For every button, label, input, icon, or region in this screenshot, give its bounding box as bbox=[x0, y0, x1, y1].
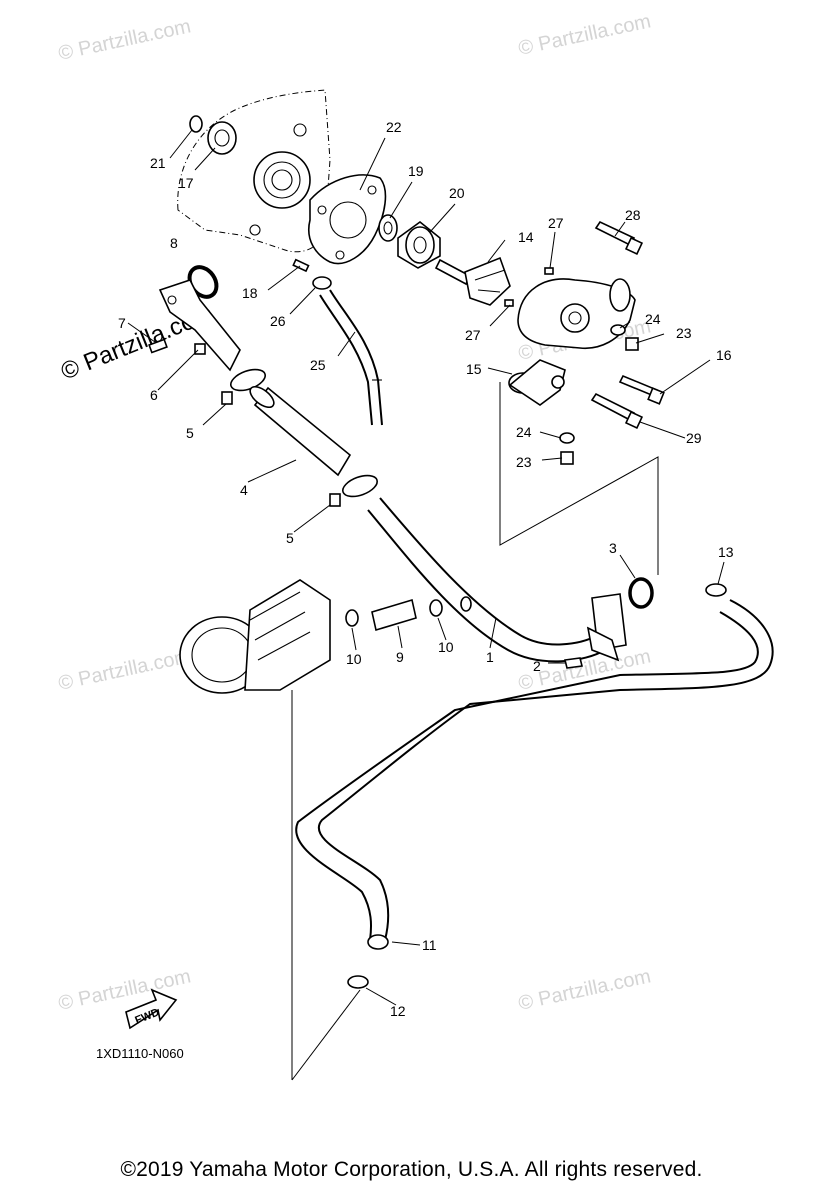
callout-15: 15 bbox=[466, 361, 482, 377]
bolt-29 bbox=[590, 392, 644, 430]
callout-14: 14 bbox=[518, 229, 534, 245]
callout-28: 28 bbox=[625, 207, 641, 223]
callout-3: 3 bbox=[609, 540, 617, 556]
inlet-joint bbox=[148, 279, 241, 372]
callout-21: 21 bbox=[150, 155, 166, 171]
callout-25: 25 bbox=[310, 357, 326, 373]
watermark: © Partzilla.com bbox=[516, 965, 652, 1015]
callout-20: 20 bbox=[449, 185, 465, 201]
callout-8: 8 bbox=[170, 235, 178, 251]
watermark: © Partzilla.com bbox=[56, 645, 192, 695]
watermark: © Partzilla.com bbox=[56, 15, 192, 65]
oil-filter bbox=[179, 579, 331, 694]
callout-10-left: 10 bbox=[346, 651, 362, 667]
callout-10-right: 10 bbox=[438, 639, 454, 655]
callout-18: 18 bbox=[242, 285, 258, 301]
bolt-28 bbox=[594, 220, 644, 256]
callout-27-top: 27 bbox=[548, 215, 564, 231]
engine-case-cover bbox=[177, 89, 331, 253]
callout-4: 4 bbox=[240, 482, 248, 498]
outlet-pipe bbox=[508, 359, 566, 406]
callout-29: 29 bbox=[686, 430, 702, 446]
hose-9 bbox=[371, 598, 417, 632]
callout-23-bottom: 23 bbox=[516, 454, 532, 470]
hose-4 bbox=[249, 385, 352, 477]
impeller-shaft bbox=[434, 256, 511, 306]
callout-19: 19 bbox=[408, 163, 424, 179]
callout-1: 1 bbox=[486, 649, 494, 665]
o-ring-3 bbox=[628, 577, 654, 609]
callout-11: 11 bbox=[422, 937, 437, 953]
callouts: 21 17 22 19 20 14 27 28 8 18 26 27 24 23… bbox=[118, 119, 734, 1019]
callout-13: 13 bbox=[718, 544, 734, 560]
watermark: © Partzilla.com bbox=[516, 10, 652, 60]
callout-24-bottom: 24 bbox=[516, 424, 532, 440]
callout-22: 22 bbox=[386, 119, 402, 135]
oil-seal bbox=[378, 214, 398, 242]
diagram-code: 1XD1110-N060 bbox=[96, 1046, 184, 1061]
callout-5-bottom: 5 bbox=[286, 530, 294, 546]
callout-23-top: 23 bbox=[676, 325, 692, 341]
watermarks: © Partzilla.com © Partzilla.com © Partzi… bbox=[56, 10, 652, 1015]
callout-6: 6 bbox=[150, 387, 158, 403]
bolt-2 bbox=[564, 657, 583, 669]
water-pump-housing bbox=[504, 267, 636, 350]
bolt-23 bbox=[560, 337, 639, 465]
callout-12: 12 bbox=[390, 1003, 406, 1019]
breather-hose bbox=[319, 289, 383, 426]
callout-7: 7 bbox=[118, 315, 126, 331]
callout-26: 26 bbox=[270, 313, 286, 329]
hose-clamp-5-bottom bbox=[329, 474, 378, 507]
leader-lines bbox=[127, 129, 725, 1006]
callout-17: 17 bbox=[178, 175, 194, 191]
callout-27-bottom: 27 bbox=[465, 327, 481, 343]
callout-2: 2 bbox=[533, 658, 541, 674]
dowel-pins bbox=[292, 258, 310, 273]
hose-clamp-5-top bbox=[221, 368, 266, 405]
guide-lines bbox=[291, 382, 659, 1081]
callout-9: 9 bbox=[396, 649, 404, 665]
clamp-10-right bbox=[429, 596, 472, 617]
gasket bbox=[308, 174, 387, 265]
circlip bbox=[189, 115, 203, 133]
watermark: © Partzilla.com bbox=[56, 965, 192, 1015]
copyright-footer: ©2019 Yamaha Motor Corporation, U.S.A. A… bbox=[120, 1158, 703, 1181]
callout-16: 16 bbox=[716, 347, 732, 363]
water-pipe-1 bbox=[367, 497, 627, 663]
clamp-13 bbox=[705, 583, 727, 597]
hose-11 bbox=[295, 599, 774, 950]
bearing bbox=[207, 121, 237, 155]
callout-5-top: 5 bbox=[186, 425, 194, 441]
bolt-16 bbox=[618, 374, 665, 405]
callout-24-top: 24 bbox=[645, 311, 661, 327]
clamp-26 bbox=[312, 276, 332, 290]
mechanical-seal bbox=[397, 220, 441, 269]
clamp-12 bbox=[347, 975, 369, 989]
clamp-10-left bbox=[345, 609, 359, 627]
